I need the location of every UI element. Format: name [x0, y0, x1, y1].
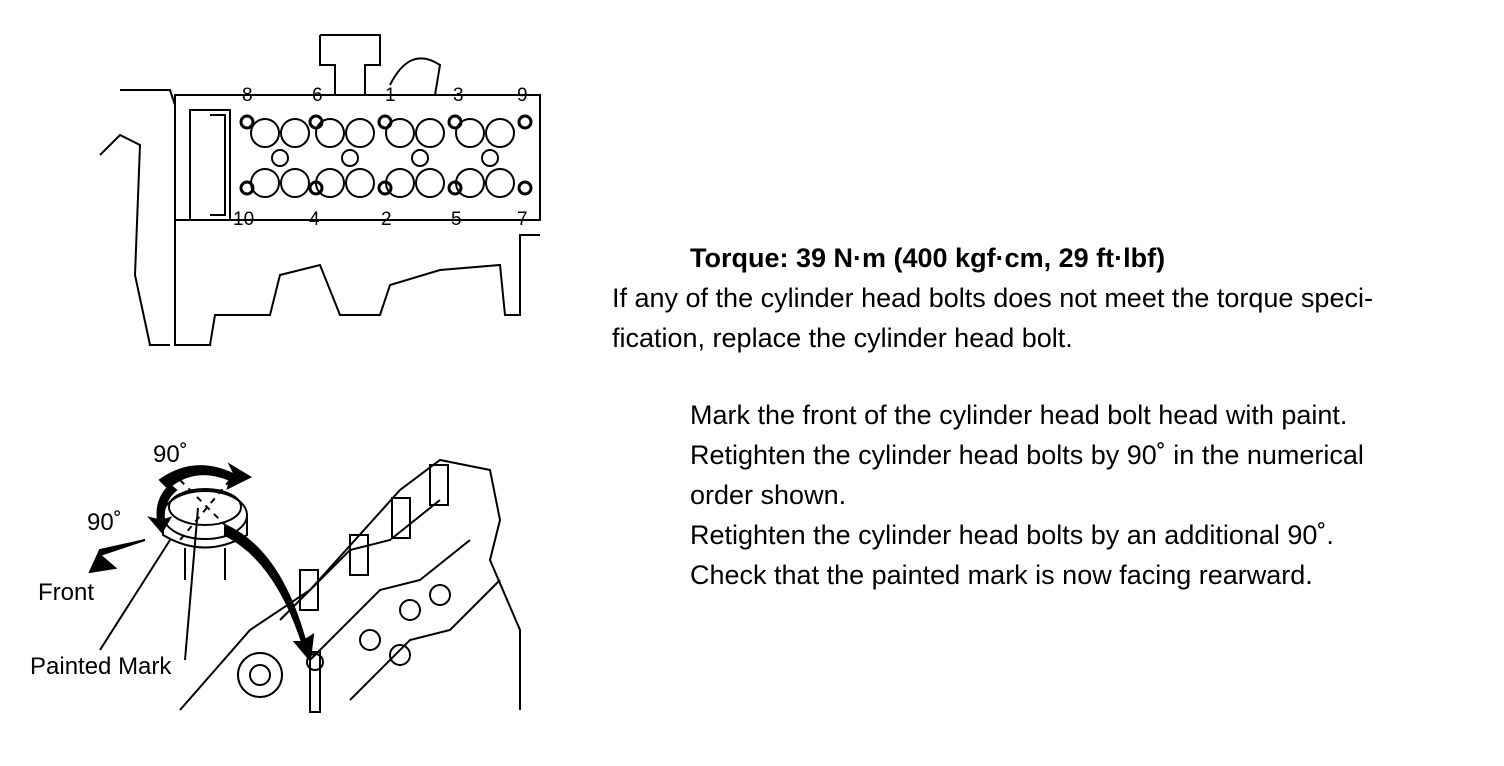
bolt-number-5: 5 [451, 209, 462, 230]
step-retighten-90-line1: Retighten the cylinder head bolts by 90˚… [690, 440, 1364, 470]
step-check-mark-rearward: Check that the painted mark is now facin… [690, 560, 1313, 590]
painted-mark-label: Painted Mark [30, 653, 172, 680]
bolt-number-8: 8 [242, 85, 253, 106]
bolt-retighten-figure: 90˚ 90˚ Front Painted Mark [20, 430, 540, 730]
bolt-number-10: 10 [233, 209, 254, 230]
bolt-number-6: 6 [312, 85, 323, 106]
bolt-number-4: 4 [309, 209, 320, 230]
torque-check-paragraph: If any of the cylinder head bolts does n… [612, 278, 1373, 358]
bolt-number-9: 9 [517, 85, 528, 106]
angle-label-top: 90˚ [153, 441, 188, 468]
bolt-number-1: 1 [385, 85, 396, 106]
cylinder-head-illustration: 8 6 1 3 9 10 4 2 5 7 [99, 34, 541, 346]
torque-spec: Torque: 39 N·m (400 kgf·cm, 29 ft·lbf) [690, 243, 1166, 273]
cylinder-head-bolt-order-figure: 8 6 1 3 9 10 4 2 5 7 [80, 15, 550, 355]
front-label: Front [38, 579, 94, 606]
bolt-number-2: 2 [381, 209, 392, 230]
bolt-number-7: 7 [517, 209, 528, 230]
angle-label-left: 90˚ [87, 509, 122, 536]
step-retighten-additional-90: Retighten the cylinder head bolts by an … [690, 520, 1334, 550]
step-mark-paint: Mark the front of the cylinder head bolt… [690, 400, 1348, 430]
retighten-steps: Mark the front of the cylinder head bolt… [690, 395, 1364, 595]
bolt-retighten-illustration: 90˚ 90˚ Front Painted Mark [30, 441, 521, 713]
bolt-number-3: 3 [453, 85, 464, 106]
step-retighten-90-line2: order shown. [690, 480, 847, 510]
paragraph-line: If any of the cylinder head bolts does n… [612, 283, 1373, 313]
paragraph-line: fication, replace the cylinder head bolt… [612, 323, 1073, 353]
